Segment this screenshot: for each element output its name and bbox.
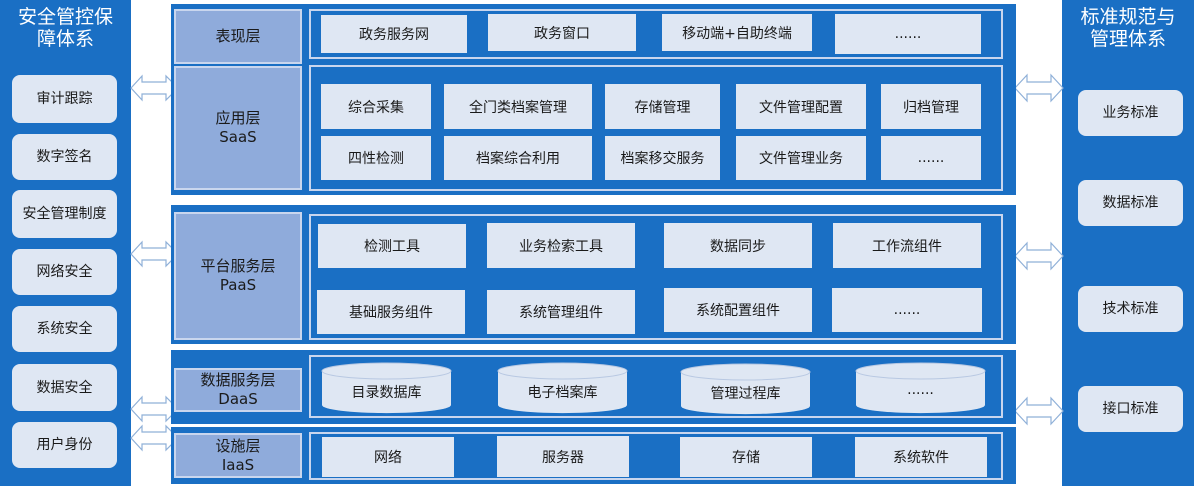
data-layer-label: 数据服务层 DaaS — [174, 368, 302, 412]
application-item: 四性检测 — [321, 136, 431, 180]
application-item: 归档管理 — [881, 84, 981, 129]
database-label: ...... — [907, 382, 934, 398]
standard-item-interface: 接口标准 — [1078, 386, 1183, 432]
presentation-item: 政务服务网 — [321, 15, 467, 53]
platform-item: 系统配置组件 — [664, 288, 812, 332]
platform-item: 数据同步 — [664, 223, 812, 268]
security-item-policy: 安全管理制度 — [12, 190, 117, 238]
infra-item: 存储 — [680, 437, 812, 477]
platform-item: 业务检索工具 — [487, 223, 635, 268]
application-item: 综合采集 — [321, 84, 431, 129]
double-arrow-icon — [1014, 73, 1064, 103]
data-layer-area — [309, 355, 1003, 418]
platform-item: 检测工具 — [318, 224, 466, 268]
infra-layer-label: 设施层 IaaS — [174, 433, 302, 478]
platform-item: ...... — [832, 288, 982, 332]
database-icon — [321, 362, 452, 414]
data-layer-code: DaaS — [218, 390, 258, 408]
infra-layer-code: IaaS — [221, 455, 255, 474]
application-item: 存储管理 — [605, 84, 720, 129]
infra-item: 服务器 — [497, 436, 629, 477]
standard-item-tech: 技术标准 — [1078, 286, 1183, 332]
security-system-panel: 安全管控保 障体系 审计跟踪 数字签名 安全管理制度 网络安全 系统安全 数据安… — [0, 0, 131, 486]
database-icon — [680, 363, 811, 415]
infra-layer-title: 设施层 — [215, 436, 261, 455]
security-title-line1: 安全管控保 — [17, 6, 113, 28]
database-icon — [855, 362, 986, 414]
application-layer-area — [309, 65, 1003, 191]
double-arrow-icon — [1014, 396, 1064, 426]
database-cylinder: ...... — [855, 362, 986, 414]
security-system-title: 安全管控保 障体系 — [0, 6, 131, 50]
application-item: 文件管理配置 — [736, 84, 866, 129]
security-item-system: 系统安全 — [12, 306, 117, 352]
database-cylinder: 电子档案库 — [497, 362, 628, 414]
database-icon — [497, 362, 628, 414]
application-item: 档案移交服务 — [605, 136, 720, 180]
platform-item: 基础服务组件 — [317, 290, 465, 334]
security-item-audit: 审计跟踪 — [12, 75, 117, 123]
platform-item: 系统管理组件 — [487, 290, 635, 334]
standard-item-data: 数据标准 — [1078, 180, 1183, 226]
standard-item-business: 业务标准 — [1078, 90, 1183, 136]
presentation-item: ...... — [835, 14, 981, 54]
security-item-data: 数据安全 — [12, 364, 117, 411]
application-layer-title: 应用层 — [215, 109, 261, 127]
data-layer-title: 数据服务层 — [200, 371, 276, 389]
presentation-layer-area — [309, 9, 1003, 59]
platform-layer-area — [309, 214, 1003, 340]
platform-item: 工作流组件 — [833, 223, 981, 268]
application-layer-label: 应用层 SaaS — [174, 66, 302, 190]
application-layer-code: SaaS — [219, 128, 257, 146]
application-item: 全门类档案管理 — [444, 84, 592, 129]
standards-system-panel: 标准规范与 管理体系 业务标准 数据标准 技术标准 接口标准 — [1062, 0, 1194, 486]
database-label: 目录数据库 — [351, 385, 422, 401]
security-item-signature: 数字签名 — [12, 134, 117, 180]
infra-item: 系统软件 — [855, 437, 987, 477]
database-label: 管理过程库 — [710, 386, 781, 402]
infra-item: 网络 — [322, 437, 454, 477]
database-cylinder: 管理过程库 — [680, 363, 811, 415]
application-item: 文件管理业务 — [736, 136, 866, 180]
platform-layer-label: 平台服务层 PaaS — [174, 212, 302, 340]
standards-title-line1: 标准规范与 — [1080, 6, 1176, 28]
security-title-line2: 障体系 — [36, 28, 94, 50]
presentation-layer-label: 表现层 — [174, 9, 302, 64]
standards-system-title: 标准规范与 管理体系 — [1062, 6, 1194, 50]
presentation-layer-title: 表现层 — [215, 27, 261, 45]
presentation-item: 移动端+自助终端 — [662, 14, 812, 51]
right-connector-arrows — [1014, 73, 1064, 426]
application-item: ...... — [881, 136, 981, 180]
double-arrow-icon — [1014, 241, 1064, 271]
security-item-network: 网络安全 — [12, 249, 117, 295]
database-cylinder: 目录数据库 — [321, 362, 452, 414]
platform-layer-code: PaaS — [219, 276, 257, 294]
standards-title-line2: 管理体系 — [1089, 28, 1166, 50]
database-label: 电子档案库 — [527, 385, 598, 401]
platform-layer-title: 平台服务层 — [200, 257, 276, 275]
application-item: 档案综合利用 — [444, 136, 592, 180]
security-item-identity: 用户身份 — [12, 422, 117, 468]
infra-layer-area — [309, 432, 1003, 480]
presentation-item: 政务窗口 — [488, 14, 636, 51]
